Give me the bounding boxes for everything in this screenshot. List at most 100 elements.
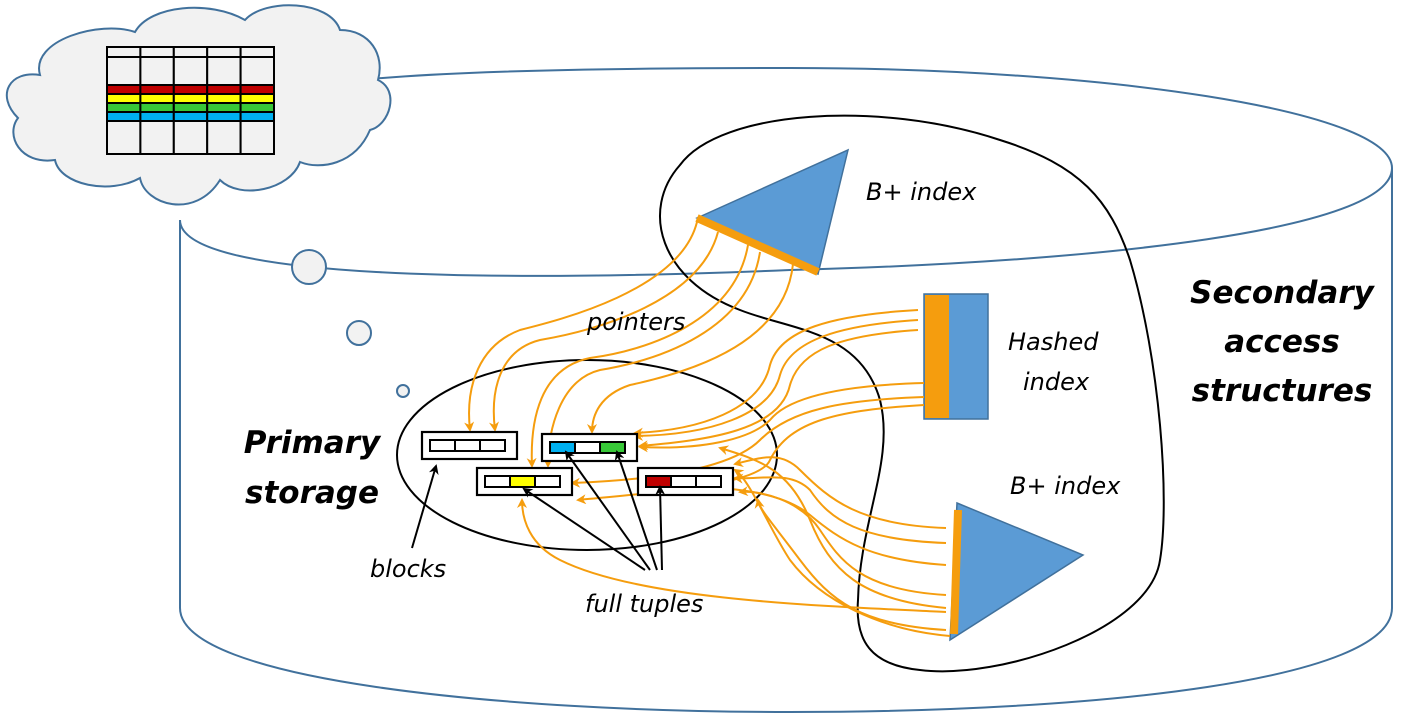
table-cell bbox=[239, 120, 276, 155]
thought-bubble-large bbox=[291, 249, 327, 285]
cylinder-bottom bbox=[179, 168, 1393, 714]
b-plus-index-top-label: B+ index bbox=[866, 178, 977, 206]
tuple-cell bbox=[695, 475, 722, 488]
tuple-cell bbox=[484, 475, 511, 488]
table-cell bbox=[106, 111, 142, 122]
block-1 bbox=[420, 430, 519, 461]
thought-cloud bbox=[5, 4, 410, 398]
table-cell bbox=[239, 93, 276, 104]
table-cell bbox=[139, 93, 175, 104]
table-cell bbox=[172, 120, 209, 155]
b-plus-index-bottom bbox=[949, 501, 1085, 642]
primary-storage-label-line2: storage bbox=[245, 475, 379, 511]
hashed-index-label-line1: Hashed bbox=[1008, 328, 1099, 356]
secondary-label-line1: Secondary bbox=[1190, 275, 1375, 311]
table-cell bbox=[239, 111, 276, 122]
table-cell bbox=[106, 93, 142, 104]
b-plus-index-top bbox=[695, 148, 850, 276]
secondary-label-line2: access bbox=[1224, 324, 1340, 360]
b-plus-index-bottom-label: B+ index bbox=[1010, 472, 1121, 500]
tuple-cell bbox=[670, 475, 697, 488]
thought-bubble-small bbox=[396, 384, 410, 398]
table-cell bbox=[172, 102, 209, 113]
primary-storage-boundary bbox=[396, 359, 778, 551]
table-cell bbox=[139, 84, 175, 95]
secondary-access-boundary bbox=[659, 114, 1165, 673]
pointer-arrow bbox=[718, 445, 947, 609]
tuple-cell bbox=[549, 441, 576, 454]
b-plus-tree-bottom-icon bbox=[949, 501, 1085, 642]
cylinder-top-rim bbox=[179, 66, 1394, 277]
table-cell bbox=[239, 84, 276, 95]
pointer-arrows bbox=[464, 221, 951, 637]
table-cell bbox=[239, 102, 276, 113]
hashed-index bbox=[923, 293, 989, 420]
annotation-arrows bbox=[411, 450, 666, 571]
storage-blocks bbox=[420, 430, 735, 497]
hashed-index-label-line2: index bbox=[1023, 368, 1090, 396]
table-cell bbox=[106, 84, 142, 95]
table-cell bbox=[206, 46, 242, 58]
pointers-label: pointers bbox=[586, 308, 685, 336]
table-cell bbox=[139, 120, 175, 155]
table-cell bbox=[139, 46, 175, 58]
pointer-arrow bbox=[638, 329, 919, 451]
blocks-label: blocks bbox=[370, 555, 446, 583]
pointer-arrow bbox=[526, 244, 749, 468]
full-tuple-arrow bbox=[614, 450, 658, 571]
tuple-cell bbox=[574, 441, 601, 454]
full-tuples-label: full tuples bbox=[585, 590, 703, 618]
database-cylinder bbox=[179, 66, 1394, 714]
pointer-arrow bbox=[638, 382, 925, 453]
tuple-cell bbox=[479, 439, 506, 452]
table-cell bbox=[239, 56, 276, 86]
block-3 bbox=[475, 466, 574, 497]
block-4 bbox=[636, 466, 735, 497]
tuple-cell bbox=[645, 475, 672, 488]
pointer-arrow bbox=[733, 456, 947, 529]
pointer-arrow bbox=[733, 468, 951, 637]
relation-table bbox=[106, 46, 276, 155]
pointer-arrow bbox=[663, 482, 947, 566]
table-cell bbox=[172, 46, 209, 58]
table-cell bbox=[206, 111, 242, 122]
full-tuple-arrow bbox=[522, 487, 646, 571]
table-cell bbox=[206, 56, 242, 86]
table-cell bbox=[206, 102, 242, 113]
thought-bubble-medium bbox=[346, 320, 372, 346]
pointer-arrow bbox=[633, 319, 919, 441]
table-cell bbox=[139, 102, 175, 113]
table-cell bbox=[106, 46, 142, 58]
tuple-cell bbox=[534, 475, 561, 488]
block-2 bbox=[540, 432, 639, 463]
table-cell bbox=[172, 84, 209, 95]
b-plus-leaf-level-top bbox=[695, 214, 820, 276]
pointer-arrow bbox=[464, 221, 698, 432]
table-cell bbox=[206, 84, 242, 95]
pointer-arrow bbox=[517, 498, 947, 613]
tuple-cell bbox=[509, 475, 536, 488]
pointer-arrow bbox=[489, 231, 719, 432]
table-cell bbox=[172, 56, 209, 86]
tuple-cell bbox=[429, 439, 456, 452]
hashed-index-orange bbox=[925, 295, 949, 418]
table-cell bbox=[106, 102, 142, 113]
pointer-arrow bbox=[543, 251, 761, 468]
blocks-arrow bbox=[411, 464, 439, 549]
secondary-label-line3: structures bbox=[1192, 373, 1373, 409]
pointer-arrow bbox=[587, 263, 794, 434]
tuple-cell bbox=[454, 439, 481, 452]
pointer-arrow bbox=[733, 473, 947, 544]
table-cell bbox=[106, 56, 142, 86]
table-cell bbox=[139, 111, 175, 122]
table-cell bbox=[139, 56, 175, 86]
table-cell bbox=[206, 120, 242, 155]
table-cell bbox=[172, 111, 209, 122]
full-tuple-arrow bbox=[564, 450, 651, 571]
tuple-cell bbox=[599, 441, 626, 454]
pointer-arrow bbox=[738, 486, 947, 596]
table-cell bbox=[106, 120, 142, 155]
pointer-arrow bbox=[633, 309, 919, 438]
primary-storage-label-line1: Primary bbox=[244, 425, 382, 461]
